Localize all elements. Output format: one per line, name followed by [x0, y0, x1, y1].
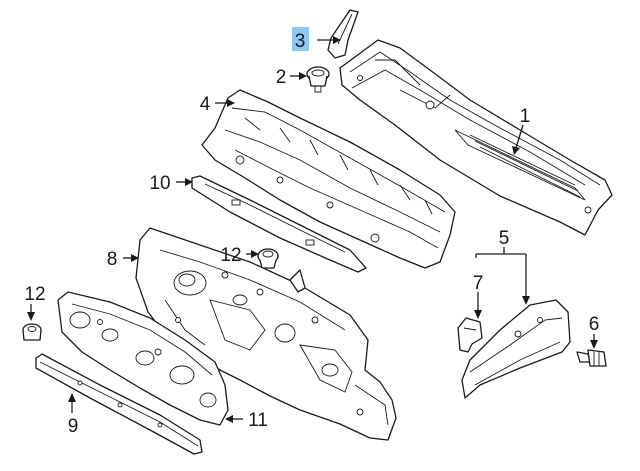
callout-11[interactable]: 11: [248, 410, 268, 431]
part-9-rail: [35, 353, 203, 455]
part-1-cowl-vent-panel: [339, 39, 613, 236]
part-2-clip: [306, 66, 330, 93]
part-12-grommet-center: [257, 248, 279, 269]
callout-6[interactable]: 6: [589, 314, 600, 335]
callout-12-center[interactable]: 12: [220, 245, 241, 266]
part-6-screw: [576, 349, 607, 367]
part-7-bracket: [457, 317, 483, 353]
callout-labels: 3 2 4 1 10 12 8 5 7 12 6 9 11: [24, 31, 599, 437]
part-3-bracket: [327, 9, 359, 59]
callout-4[interactable]: 4: [200, 94, 211, 115]
callout-8[interactable]: 8: [107, 249, 118, 270]
part-8-dash-panel: [135, 227, 397, 441]
callout-highlight: [292, 27, 309, 51]
callout-12-left[interactable]: 12: [24, 284, 45, 305]
leader-lines: [27, 36, 598, 423]
callout-1[interactable]: 1: [520, 106, 531, 127]
part-12-grommet-left: [22, 323, 42, 341]
callout-5[interactable]: 5: [499, 228, 510, 249]
part-5-side-extension: [461, 299, 571, 399]
part-11-insulator: [57, 291, 229, 426]
callout-9[interactable]: 9: [68, 416, 79, 437]
callout-3[interactable]: 3: [295, 31, 306, 52]
callout-7[interactable]: 7: [473, 273, 484, 294]
callout-10[interactable]: 10: [149, 173, 170, 194]
part-4-cowl-upper-panel: [201, 89, 456, 269]
part-10-seal: [191, 175, 367, 273]
callout-2[interactable]: 2: [276, 67, 287, 88]
